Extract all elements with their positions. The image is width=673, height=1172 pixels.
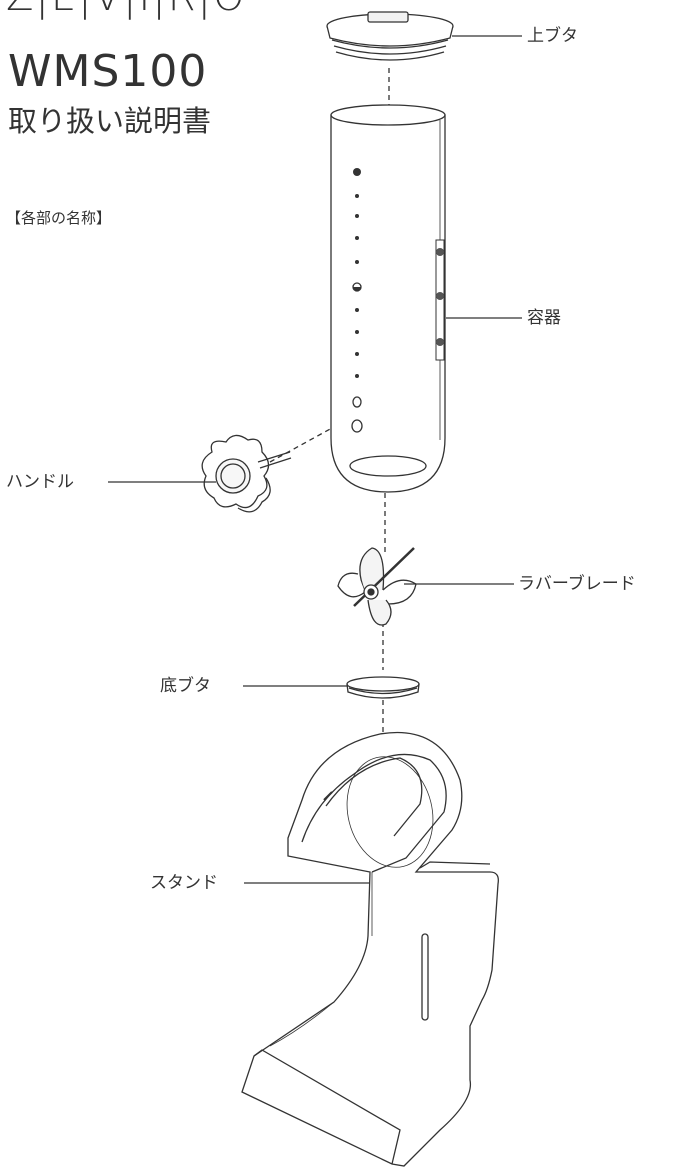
manual-title: 取り扱い説明書 [8,104,212,138]
label-stand: スタンド [150,873,218,893]
label-lid: 上ブタ [527,26,578,46]
model-number: WMS100 [8,46,208,97]
rubber-blade-drawing [337,547,417,626]
label-container: 容器 [527,308,561,328]
handle-drawing [201,434,292,513]
section-title: 【各部の名称】 [6,209,112,227]
bottom-lid-drawing [346,676,420,699]
brand-logo: Z|E|V|I|R|O [6,0,247,20]
label-bottom-lid: 底ブタ [160,676,211,696]
label-rubber-blade: ラバーブレード [518,574,636,594]
label-handle: ハンドル [6,472,74,492]
lid-drawing [326,11,454,61]
stand-drawing [241,731,499,1167]
container-drawing [330,104,446,493]
